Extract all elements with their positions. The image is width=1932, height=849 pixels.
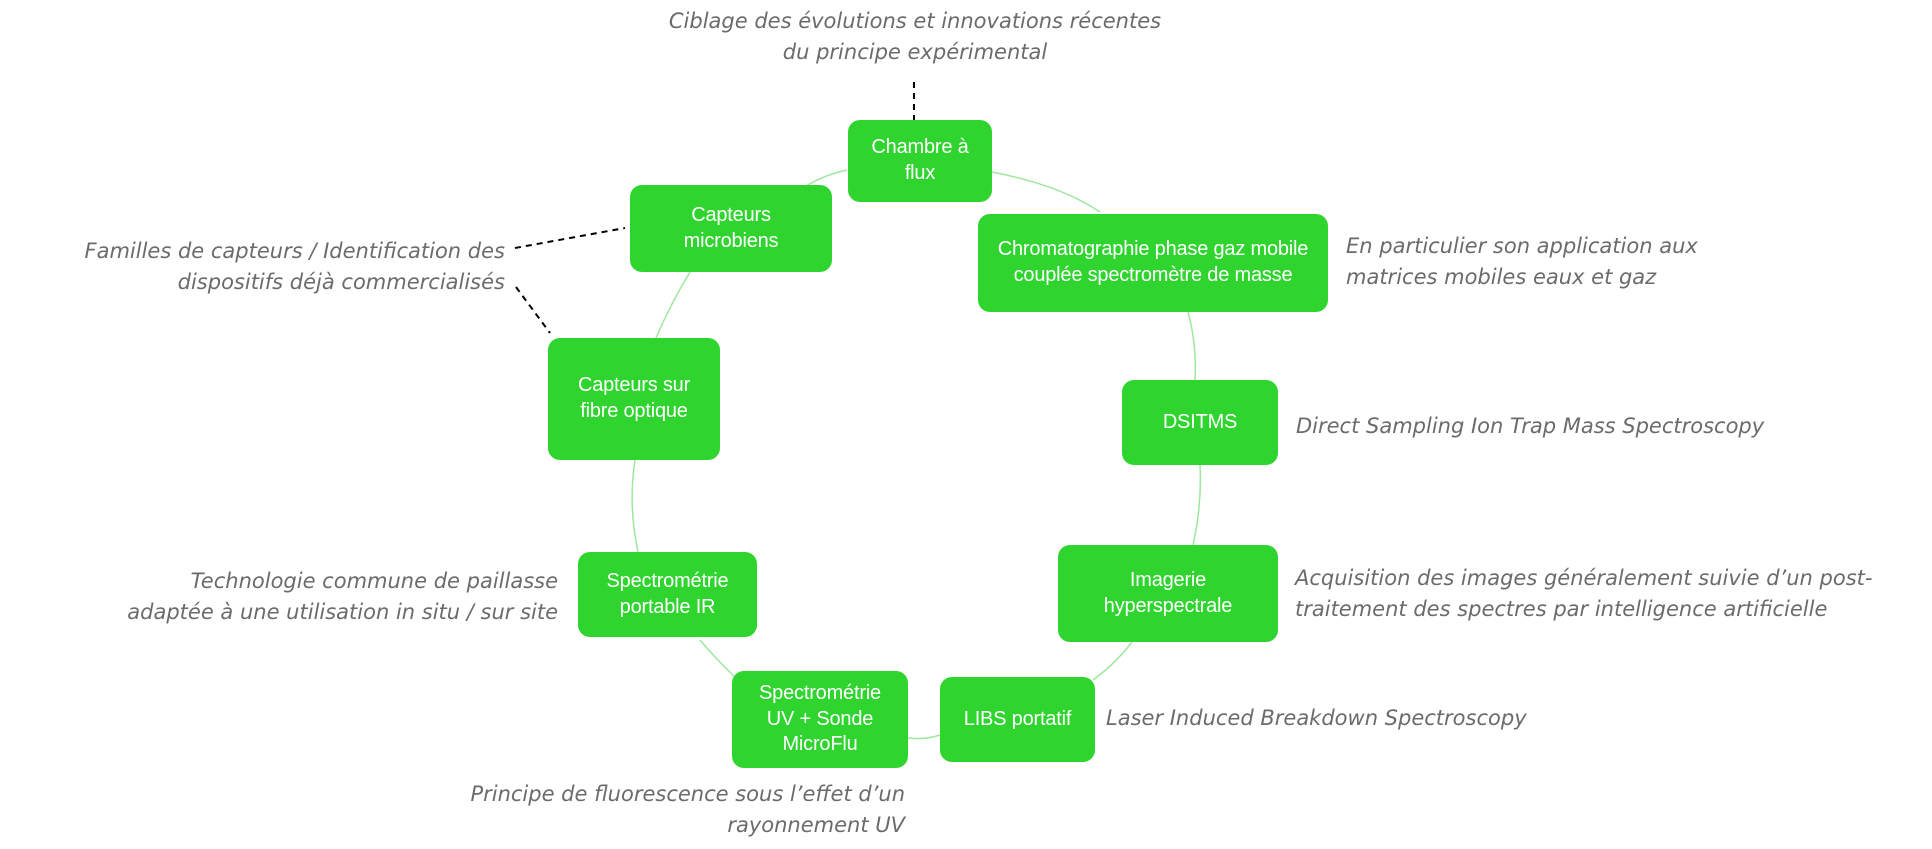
note-spectrometrie-uv: Principe de fluorescence sous l’effet d’… [470,782,905,837]
note-imagerie-hyperspectrale: Acquisition des images généralement suiv… [1295,566,1873,621]
note-libs: Laser Induced Breakdown Spectroscopy [1106,706,1527,730]
ring-arc-fibre-microbiens [655,271,691,339]
note-dsitms: Direct Sampling Ion Trap Mass Spectrosco… [1296,414,1765,438]
ring-arc-uv-ir [699,639,735,677]
ring-arc-chambre-chromato [991,171,1101,213]
node-libs-portatif: LIBS portatif [940,677,1095,762]
ring-arc-dsitms-imagerie [1192,464,1202,546]
node-capteurs-microbiens: Capteurs microbiens [630,185,832,272]
note-chromatographie: En particulier son application aux matri… [1346,234,1698,289]
node-spectrometrie-uv: Spectrométrie UV + Sonde MicroFlu [732,671,908,768]
node-chambre-a-flux: Chambre à flux [848,120,992,202]
node-imagerie-hyperspectrale: Imagerie hyperspectrale [1058,545,1278,642]
ring-arc-libs-uv [907,734,941,740]
leader-line-microbiens [514,227,626,249]
node-dsitms: DSITMS [1122,380,1278,465]
node-chromatographie: Chromatographie phase gaz mobile couplée… [978,214,1328,312]
ring-arc-ir-fibre [631,459,639,553]
note-chambre-a-flux: Ciblage des évolutions et innovations ré… [668,9,1162,64]
ring-arc-chromato-dsitms [1187,311,1197,381]
note-spectrometrie-ir: Technologie commune de paillasse adaptée… [127,569,558,624]
node-capteurs-fibre-optique: Capteurs sur fibre optique [548,338,720,460]
node-spectrometrie-ir: Spectrométrie portable IR [578,552,757,637]
ring-arc-imagerie-libs [1092,641,1133,681]
note-familles-capteurs: Familles de capteurs / Identification de… [84,239,505,294]
leader-line-fibre [515,286,551,334]
